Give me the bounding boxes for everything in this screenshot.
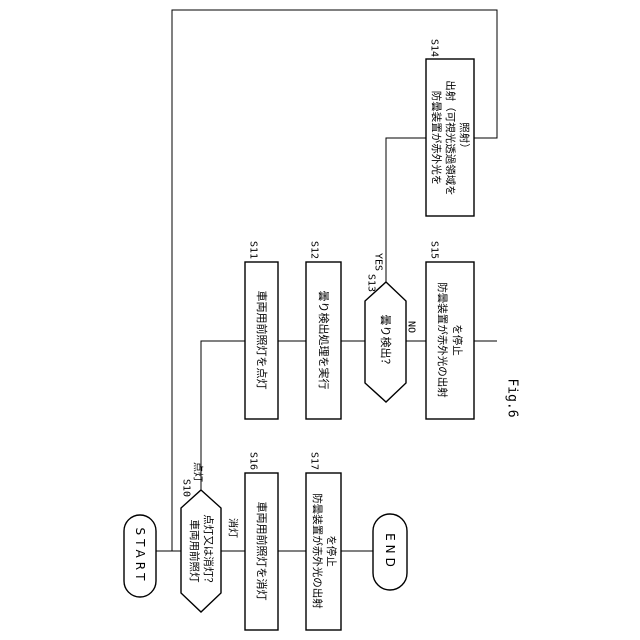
connector-s10-s11: [201, 341, 245, 516]
start-terminal: START: [124, 515, 156, 597]
s12-text: 曇り検出処理を実行: [317, 291, 331, 390]
s17-text-2: を停止: [325, 535, 338, 567]
s11-text: 車両用前照灯を点灯: [255, 291, 269, 390]
s16-text: 車両用前照灯を消灯: [255, 502, 269, 601]
end-label: END: [383, 533, 397, 571]
end-terminal: END: [373, 514, 407, 590]
figure-label: Fig.6: [505, 378, 520, 417]
s15-process: 防曇装置が赤外光の出射 を停止 S15: [426, 241, 474, 419]
s10-branch-off: 消灯: [227, 518, 240, 538]
s10-text-2: 点灯又は消灯？: [202, 514, 215, 588]
s14-step-id: S14: [429, 39, 440, 57]
s14-text-2: 出射（可視光透過領域を: [444, 80, 457, 196]
s13-yes-label: YES: [373, 253, 384, 271]
s10-step-id: S10: [181, 479, 192, 497]
connector-s13-s14: [386, 138, 426, 282]
s14-text-1: 防曇装置が赤外光を: [430, 91, 443, 186]
s10-text-1: 車両用前照灯: [188, 520, 201, 583]
s10-decision: 車両用前照灯 点灯又は消灯？ S10 点灯 消灯: [181, 462, 240, 612]
s16-step-id: S16: [248, 452, 259, 470]
s13-decision: 曇り検出？ S13 YES NO: [365, 253, 417, 402]
s15-text-1: 防曇装置が赤外光の出射: [436, 282, 449, 398]
s10-branch-on: 点灯: [192, 462, 204, 482]
s15-step-id: S15: [429, 241, 440, 259]
s12-step-id: S12: [309, 241, 320, 259]
s17-step-id: S17: [309, 452, 320, 470]
s14-text-3: 照射）: [458, 122, 471, 154]
start-label: START: [133, 527, 147, 584]
s13-no-label: NO: [406, 321, 417, 333]
s13-text: 曇り検出？: [379, 315, 393, 370]
s11-process: 車両用前照灯を点灯 S11: [245, 241, 278, 419]
s12-process: 曇り検出処理を実行 S12: [306, 241, 341, 419]
s16-process: 車両用前照灯を消灯 S16: [245, 452, 278, 630]
s17-process: 防曇装置が赤外光の出射 を停止 S17: [306, 452, 341, 630]
s13-step-id: S13: [366, 274, 377, 292]
s11-step-id: S11: [248, 241, 259, 259]
s17-text-1: 防曇装置が赤外光の出射: [311, 493, 324, 609]
s14-process: 防曇装置が赤外光を 出射（可視光透過領域を 照射） S14: [426, 39, 474, 216]
s15-text-2: を停止: [451, 324, 464, 356]
